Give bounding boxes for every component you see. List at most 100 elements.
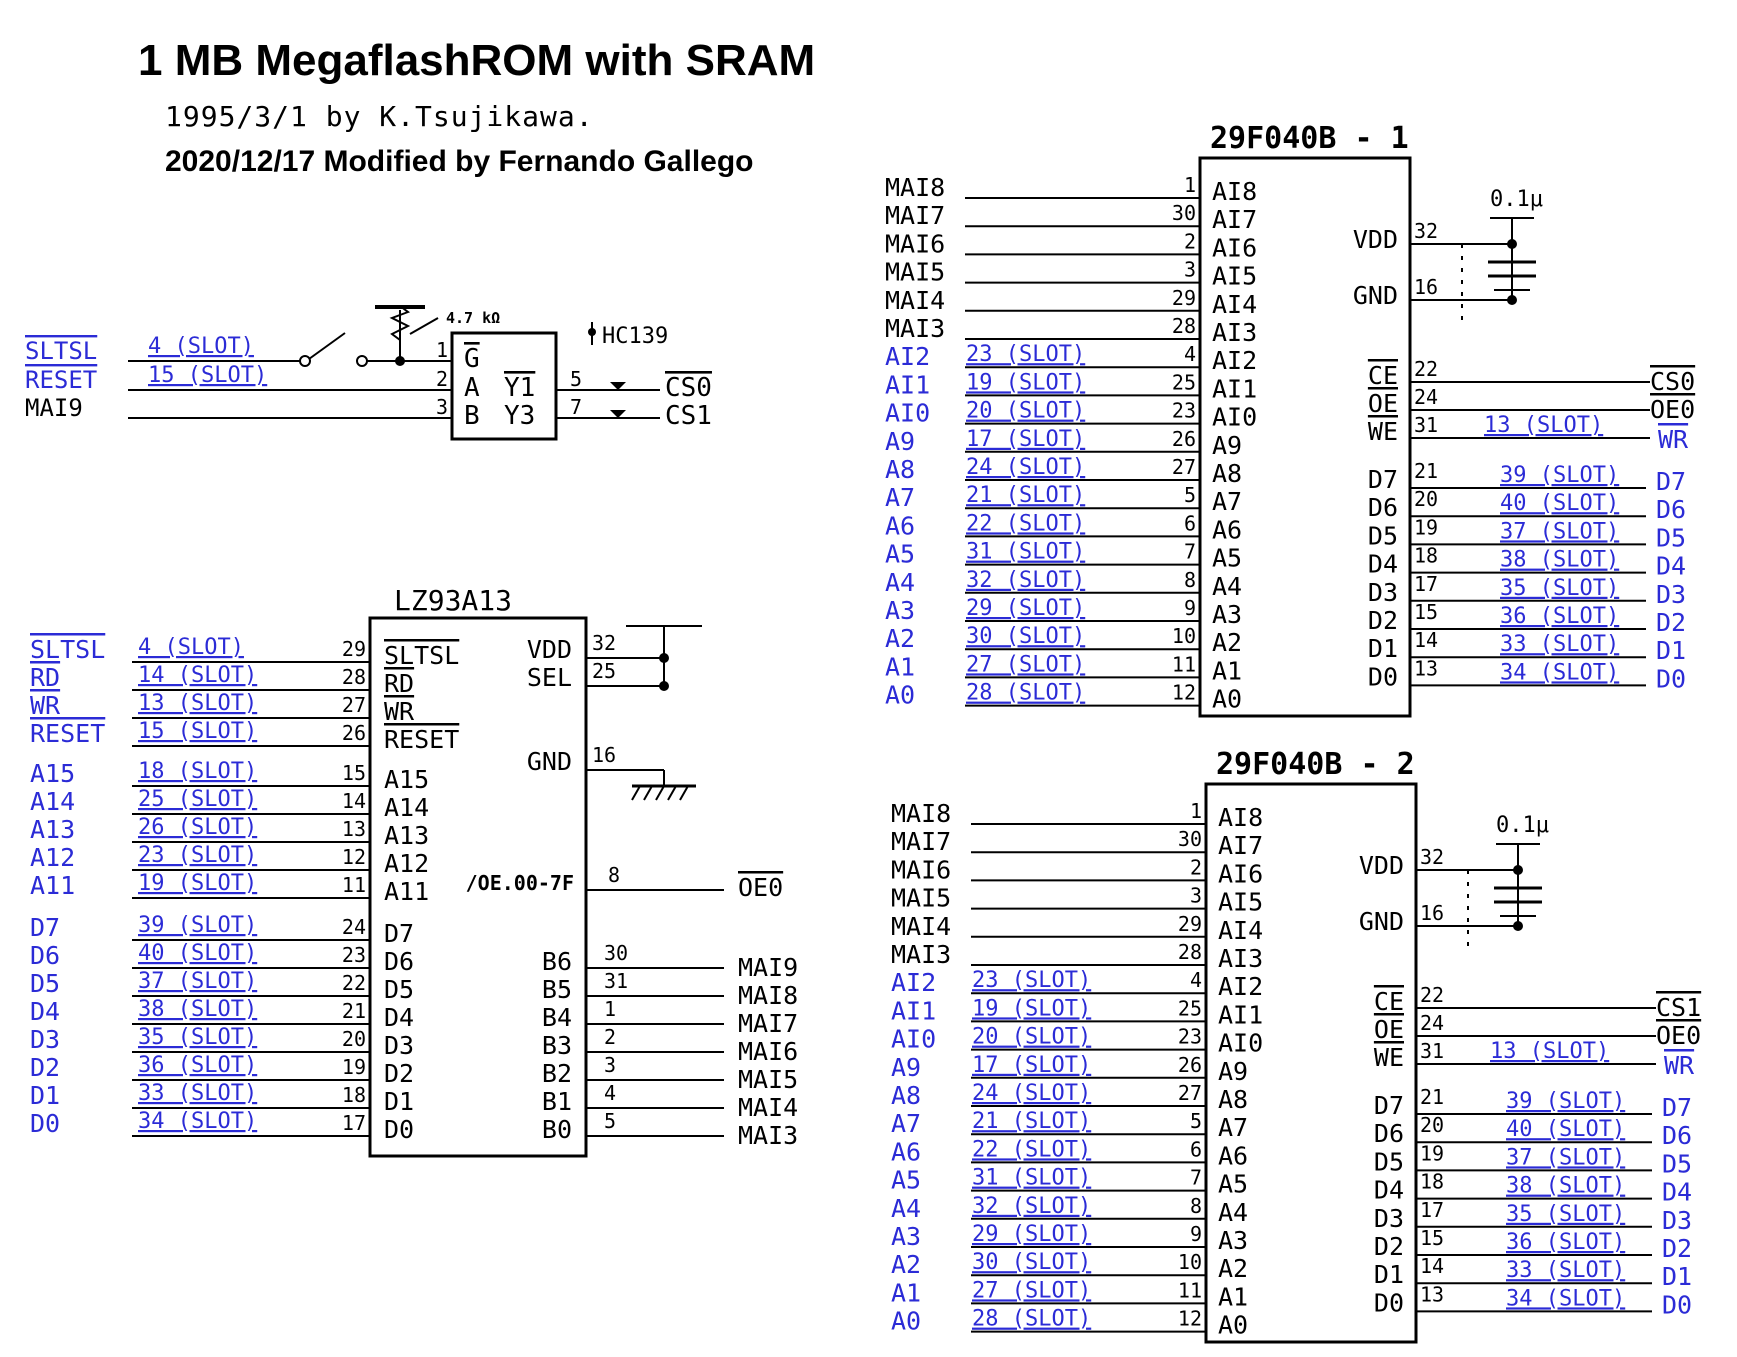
flash-pin-number: 23 [1172, 399, 1196, 423]
ground-hatch [667, 785, 677, 801]
mapper-net-d3: D3 [30, 1025, 60, 1054]
flash-pin-number: 12 [1178, 1307, 1202, 1331]
flash-gnd-name: GND [1353, 281, 1398, 310]
mapper-b-pin-number: 31 [604, 969, 628, 993]
flash-net-mai5: MAI5 [891, 884, 951, 913]
flash-pin-name: AI5 [1212, 262, 1257, 291]
flash-data-pin: 15 [1420, 1226, 1444, 1250]
flash-data-slot: 33 (SLOT) [1500, 632, 1619, 657]
mapper-b-label: MAI5 [738, 1065, 798, 1094]
flash-data-slot: 35 (SLOT) [1500, 576, 1619, 601]
ground-hatch [679, 785, 689, 801]
mapper-pin-name: D2 [384, 1059, 414, 1088]
flash-pin-number: 4 [1184, 342, 1196, 366]
mapper-name: LZ93A13 [394, 584, 512, 617]
mapper-net-a14: A14 [30, 787, 75, 816]
flash-pin-number: 27 [1178, 1081, 1202, 1105]
flash-net-a4: A4 [891, 1194, 921, 1223]
flash-ctrl-slot: 13 (SLOT) [1484, 413, 1603, 438]
flash-data-net: D1 [1662, 1262, 1692, 1291]
mapper-pin-number: 24 [342, 915, 366, 939]
mapper-slot-label: 13 (SLOT) [138, 691, 257, 716]
mapper-pin-name: D3 [384, 1031, 414, 1060]
mapper-pin-number: 15 [342, 761, 366, 785]
flash-data-pin: 19 [1414, 515, 1438, 539]
mapper-pin-number: 19 [342, 1055, 366, 1079]
decoder-input-sltsl: SLTSL [25, 337, 97, 365]
flash-pin-name: A2 [1218, 1254, 1248, 1283]
flash-data-slot: 39 (SLOT) [1500, 463, 1619, 488]
flash-pin-name: AI1 [1218, 1000, 1263, 1029]
flash-pin-name: A5 [1218, 1170, 1248, 1199]
decoder-pin-number: 1 [436, 338, 448, 362]
mapper-pin-number: 26 [342, 721, 366, 745]
flash-pin-number: 28 [1172, 314, 1196, 338]
flash-slot-label: 24 (SLOT) [966, 455, 1085, 480]
flash-data-slot: 34 (SLOT) [1500, 660, 1619, 685]
flash-data-net: D5 [1662, 1149, 1692, 1178]
flash-pin-number: 10 [1172, 624, 1196, 648]
flash-data-slot: 40 (SLOT) [1500, 491, 1619, 516]
flash-net-a7: A7 [891, 1109, 921, 1138]
flash-ctrl-slot: 13 (SLOT) [1490, 1039, 1609, 1064]
flash-ctrl-name: OE [1374, 1015, 1404, 1044]
mapper-pin-name: D0 [384, 1115, 414, 1144]
flash-pin-name: AI7 [1218, 831, 1263, 860]
flash-data-name: D1 [1368, 634, 1398, 663]
flash-pin-number: 3 [1184, 258, 1196, 282]
mapper-b-pin-number: 1 [604, 997, 616, 1021]
mapper-slot-label: 33 (SLOT) [138, 1081, 257, 1106]
flash-pin-name: A6 [1218, 1141, 1248, 1170]
hc139-power-dot [588, 328, 596, 336]
mapper-slot-label: 36 (SLOT) [138, 1053, 257, 1078]
mapper-pin-name: A11 [384, 877, 429, 906]
flash-net-a8: A8 [891, 1081, 921, 1110]
flash-ctrl-pin: 31 [1414, 413, 1438, 437]
mapper-pin-number: 20 [342, 1027, 366, 1051]
decoder-pin-number: 2 [436, 367, 448, 391]
flash-net-a3: A3 [885, 596, 915, 625]
mapper-pin-number: 29 [342, 637, 366, 661]
flash-slot-label: 21 (SLOT) [966, 483, 1085, 508]
flash-pin-number: 10 [1178, 1250, 1202, 1274]
pullup-junction [395, 356, 405, 366]
flash-data-name: D5 [1374, 1147, 1404, 1176]
flash-data-slot: 38 (SLOT) [1506, 1174, 1625, 1199]
mapper-net-wr: WR [30, 691, 61, 720]
mapper-pin-name: D6 [384, 947, 414, 976]
flash-pin-name: AI8 [1218, 803, 1263, 832]
flash-net-a6: A6 [885, 511, 915, 540]
mapper-net-d4: D4 [30, 997, 60, 1026]
mapper-oe-label: OE0 [738, 873, 783, 902]
mapper-pin-name: A14 [384, 793, 429, 822]
flash-pin-number: 9 [1190, 1222, 1202, 1246]
mapper-power-pin: 32 [592, 631, 616, 655]
flash-vdd-junction [1507, 239, 1517, 249]
flash-net-a2: A2 [885, 624, 915, 653]
mapper-power-pin: 16 [592, 743, 616, 767]
flash-data-pin: 13 [1414, 656, 1438, 680]
flash-net-mai6: MAI6 [891, 855, 951, 884]
mapper-b-pin-name: B5 [542, 975, 572, 1004]
flash-pin-name: A6 [1212, 515, 1242, 544]
mapper-net-d6: D6 [30, 941, 60, 970]
mapper-slot-label: 4 (SLOT) [138, 635, 244, 660]
flash-net-a5: A5 [885, 540, 915, 569]
flash-pin-number: 7 [1190, 1166, 1202, 1190]
flash-ctrl-pin: 24 [1420, 1011, 1444, 1035]
decoder-output-label: CS1 [665, 401, 712, 431]
mapper-b-pin-number: 5 [604, 1109, 616, 1133]
flash-pin-number: 23 [1178, 1025, 1202, 1049]
mapper-b-pin-number: 4 [604, 1081, 616, 1105]
mapper-slot-label: 23 (SLOT) [138, 843, 257, 868]
flash-net-mai7: MAI7 [885, 201, 945, 230]
flash-net-a0: A0 [885, 681, 915, 710]
flash-data-name: D7 [1374, 1091, 1404, 1120]
output-arrow-icon [610, 410, 626, 418]
flash-pin-name: A8 [1218, 1085, 1248, 1114]
flash-pin-name: AI3 [1218, 944, 1263, 973]
flash-pin-name: A1 [1212, 656, 1242, 685]
flash-pin-number: 8 [1184, 568, 1196, 592]
flash-data-pin: 19 [1420, 1141, 1444, 1165]
